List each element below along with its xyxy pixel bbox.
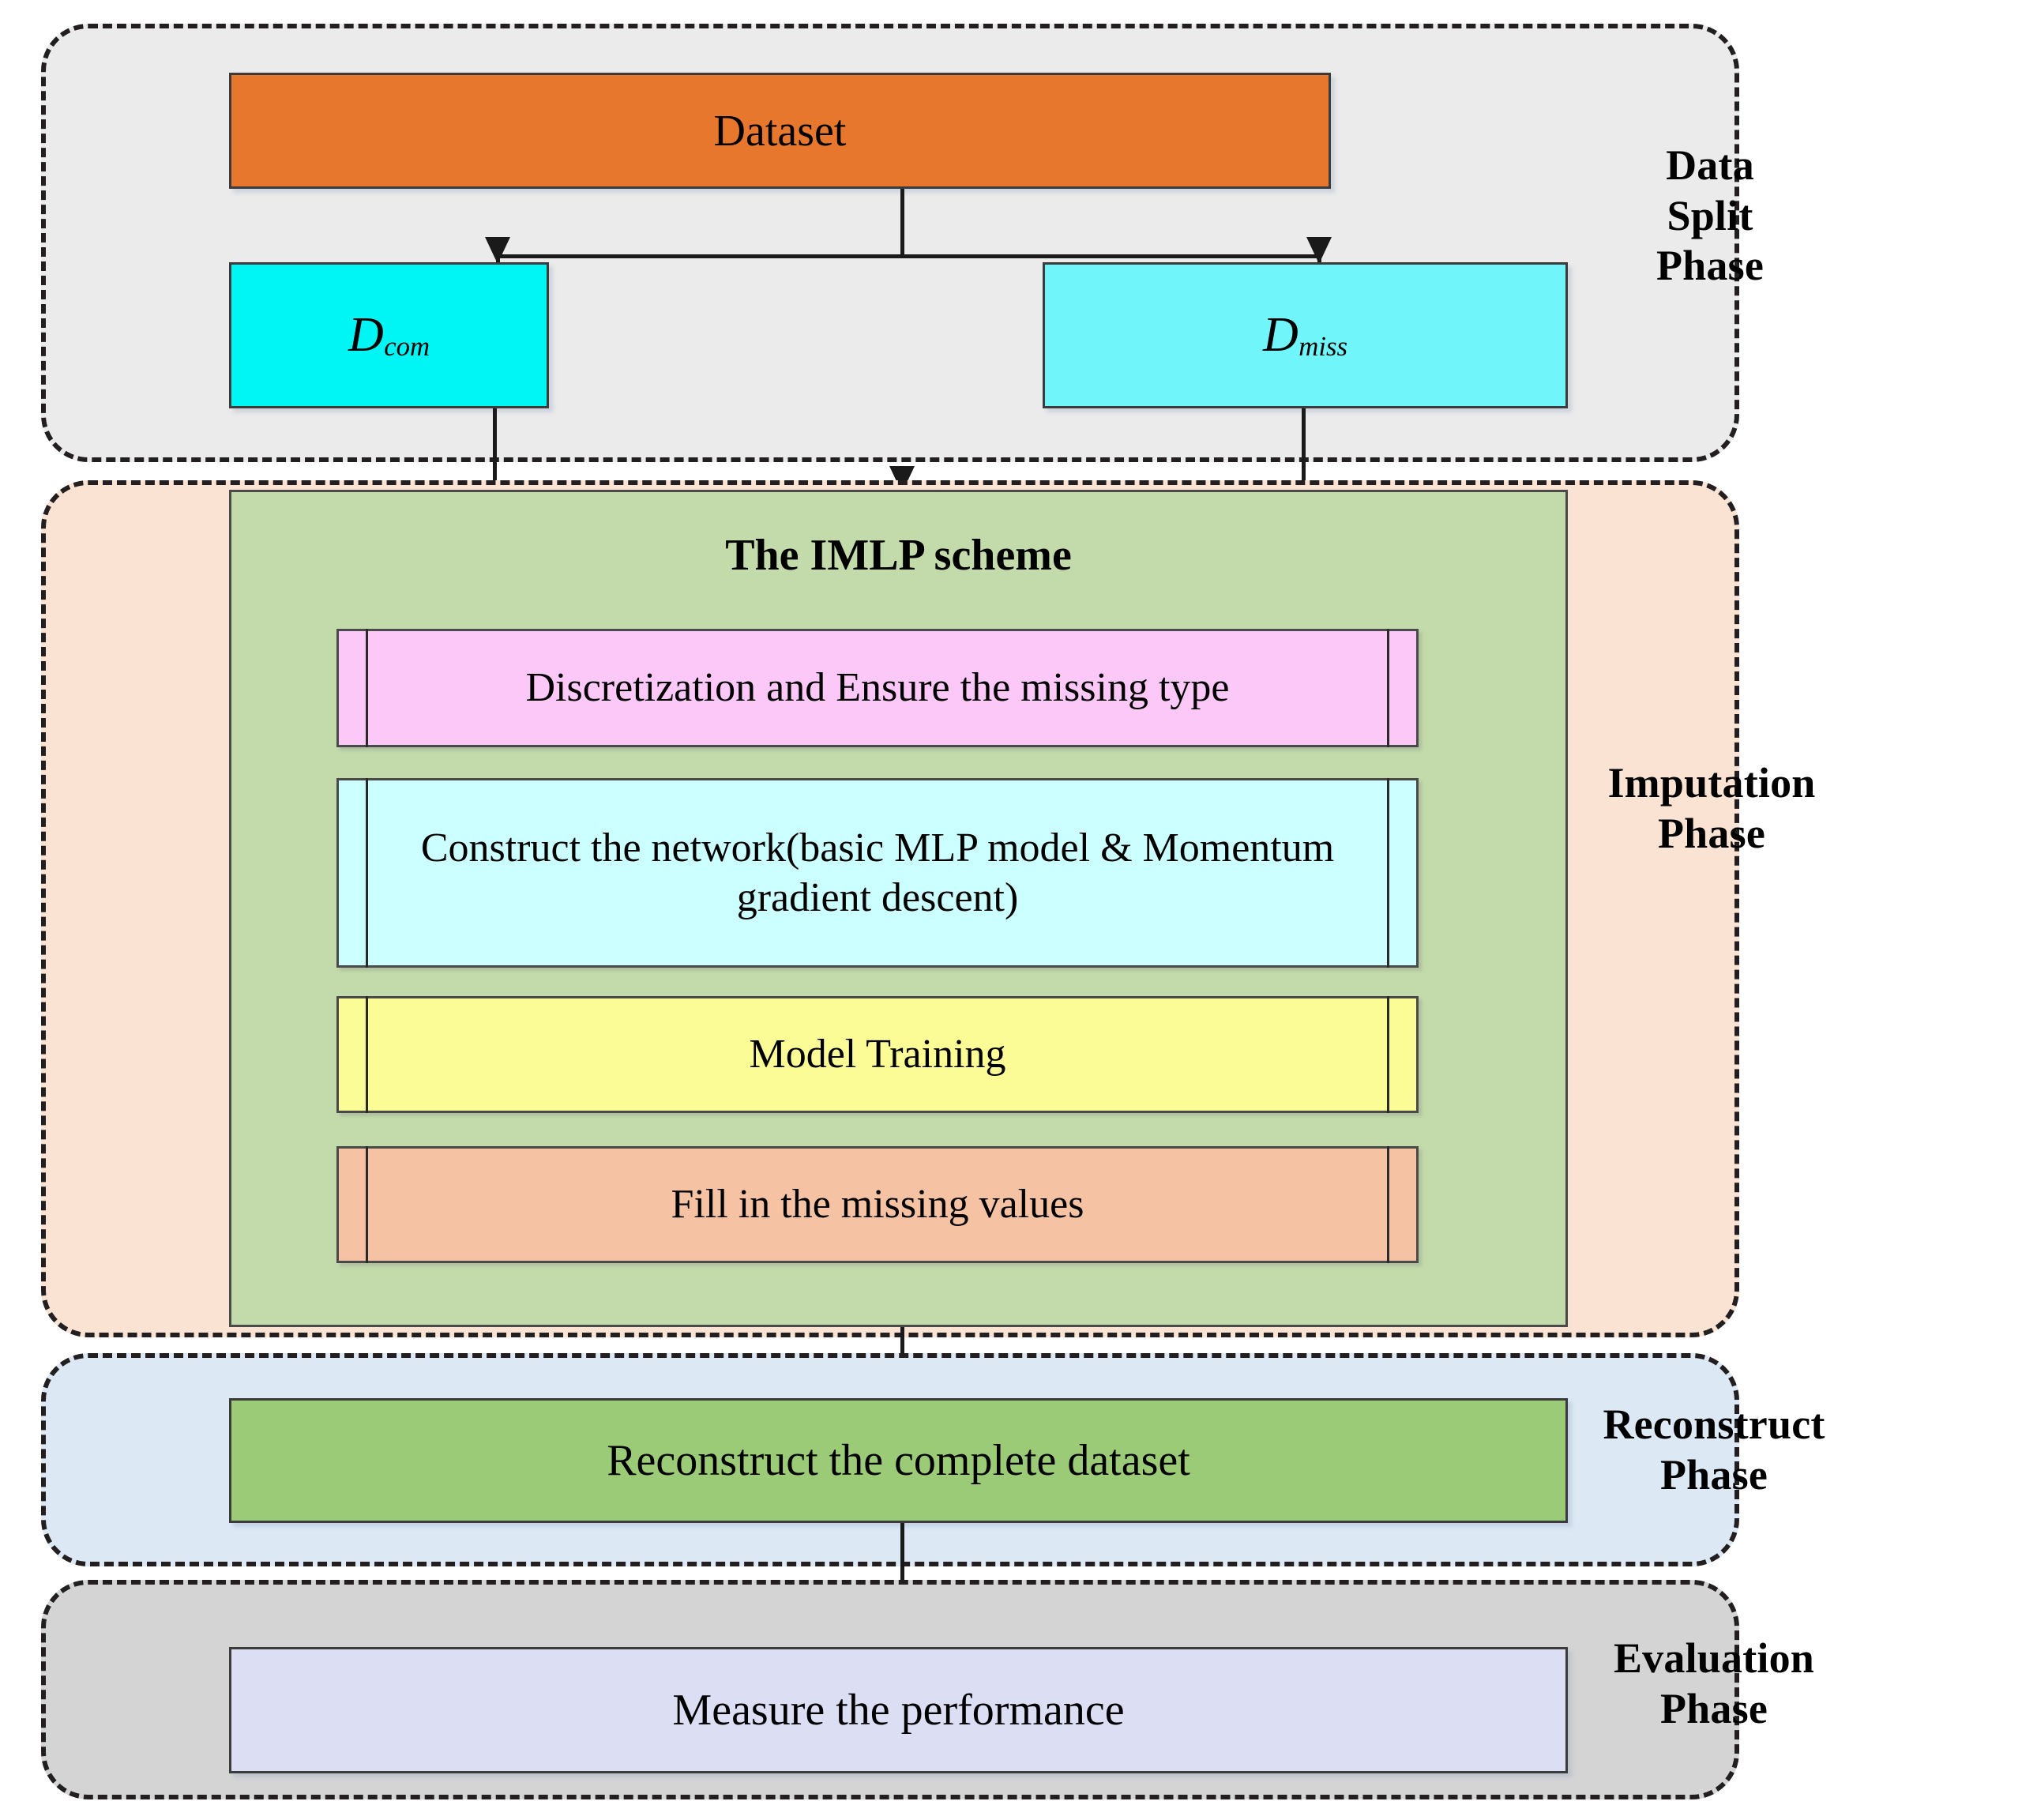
phase-label-evaluation: Evaluation Phase <box>1613 1634 1815 1732</box>
node-dcom-label: Dcom <box>348 308 430 363</box>
node-dataset-label: Dataset <box>713 106 847 156</box>
step-construct-network-label: Construct the network(basic MLP model & … <box>420 825 1335 920</box>
step-model-training[interactable]: Model Training <box>336 996 1419 1113</box>
arrowhead-to-dcom <box>485 237 510 264</box>
node-dataset[interactable]: Dataset <box>229 73 1331 189</box>
step-construct-network[interactable]: Construct the network(basic MLP model & … <box>336 778 1419 968</box>
node-dmiss[interactable]: Dmiss <box>1043 262 1568 408</box>
node-reconstruct-dataset-label: Reconstruct the complete dataset <box>607 1436 1190 1485</box>
step-model-training-label: Model Training <box>749 1032 1006 1077</box>
connector-imlp-to-reconstruct <box>900 1327 904 1378</box>
node-dcom-subscript: com <box>384 331 430 363</box>
step-fill-missing-values[interactable]: Fill in the missing values <box>336 1146 1419 1263</box>
connector-dataset-stem <box>900 189 904 258</box>
connector-dcom-down <box>493 408 497 502</box>
node-measure-performance-label: Measure the performance <box>672 1686 1125 1735</box>
node-measure-performance[interactable]: Measure the performance <box>229 1647 1568 1773</box>
node-dmiss-subscript: miss <box>1299 331 1348 363</box>
imlp-scheme-title: The IMLP scheme <box>725 531 1072 580</box>
phase-label-reconstruct: Reconstruct Phase <box>1603 1401 1825 1498</box>
node-dcom[interactable]: Dcom <box>229 262 549 408</box>
connector-split-bar <box>496 254 1321 258</box>
connector-dmiss-down <box>1302 408 1306 502</box>
imlp-scheme-container: The IMLP scheme Discretization and Ensur… <box>229 490 1568 1327</box>
step-discretization-label: Discretization and Ensure the missing ty… <box>525 665 1230 711</box>
connector-reconstruct-to-measure <box>900 1523 904 1626</box>
node-reconstruct-dataset[interactable]: Reconstruct the complete dataset <box>229 1398 1568 1523</box>
node-dmiss-label: Dmiss <box>1262 308 1348 363</box>
arrowhead-to-dmiss <box>1306 237 1332 264</box>
phase-label-imputation: Imputation Phase <box>1607 759 1816 857</box>
step-discretization[interactable]: Discretization and Ensure the missing ty… <box>336 629 1419 747</box>
phase-label-data-split: Data Split Phase <box>1656 141 1764 290</box>
step-fill-missing-values-label: Fill in the missing values <box>671 1182 1084 1228</box>
